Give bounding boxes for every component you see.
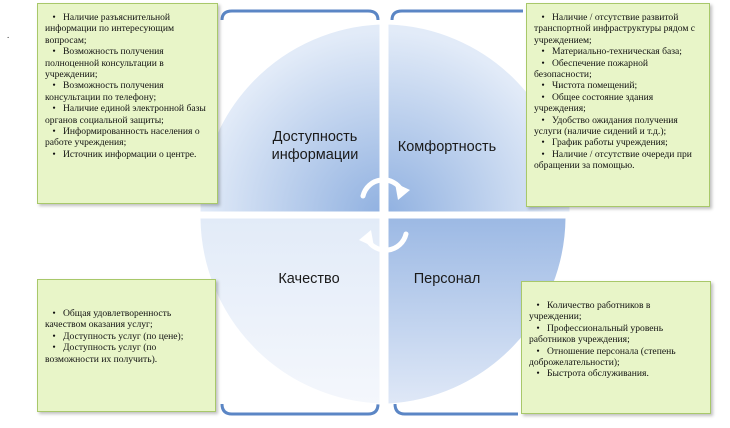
list-item: •Возможность получения консультации по т… <box>45 80 164 103</box>
list-item: •Общая удовлетворенность качеством оказа… <box>45 308 172 331</box>
criteria-box-information: •Наличие разъяснительной информации по и… <box>37 3 218 204</box>
cycle-arrowheads-icon <box>359 183 410 247</box>
criteria-box-comfort: •Наличие / отсутствие развитой транспорт… <box>526 3 710 207</box>
list-item: •Профессиональный уровень работников учр… <box>529 322 664 346</box>
list-item: •Обеспечение пожарной безопасности; <box>534 57 649 81</box>
list-item: •Наличие разъяснительной информации по и… <box>45 12 175 46</box>
list-item: •Быстрота обслуживания. <box>536 368 649 380</box>
wedge-top-left <box>199 23 381 213</box>
list-item: •Наличие единой электронной базы органов… <box>45 103 206 126</box>
wedge-bottom-right <box>387 217 567 405</box>
frame-line-bottom-left <box>220 403 380 416</box>
list-item: •Доступность услуг (по возможности их по… <box>45 342 158 365</box>
label-bottom-left: Качество <box>278 271 340 287</box>
label-top-left: Доступность информации <box>271 129 359 163</box>
label-bottom-right: Персонал <box>413 271 481 287</box>
list-item: •Материально-техническая база; <box>541 46 682 58</box>
stray-mark: . <box>7 30 10 40</box>
criteria-box-staff: •Количество работников в учреждении; •Пр… <box>521 281 711 414</box>
list-item: •Удобство ожидания получения услуги (нал… <box>534 114 678 138</box>
list-item: •Наличие / отсутствие очереди при обраще… <box>534 148 692 172</box>
label-top-right: Комфортность <box>397 139 497 155</box>
list-item: •Отношение персонала (степень доброжелат… <box>529 345 676 369</box>
wedge-bottom-left <box>199 217 381 405</box>
list-item: •Чистота помещений; <box>541 80 638 92</box>
list-item: •График работы учреждения; <box>541 137 668 149</box>
frame-line-top-left <box>220 9 380 21</box>
list-item: •Источник информации о центре. <box>52 148 197 160</box>
list-item: •Общее состояние здания учреждения; <box>534 91 654 115</box>
frame-line-top-right <box>390 9 523 21</box>
list-item: •Информированность населения о работе уч… <box>45 126 200 149</box>
list-item: •Количество работников в учреждении; <box>529 300 651 323</box>
list-item: •Наличие / отсутствие развитой транспорт… <box>534 12 696 46</box>
frame-line-bottom-right <box>393 403 518 416</box>
criteria-box-quality: •Общая удовлетворенность качеством оказа… <box>37 279 216 412</box>
list-item: •Доступность услуг (по цене); <box>52 330 184 342</box>
list-item: •Возможность получения полноценной консу… <box>45 46 164 81</box>
